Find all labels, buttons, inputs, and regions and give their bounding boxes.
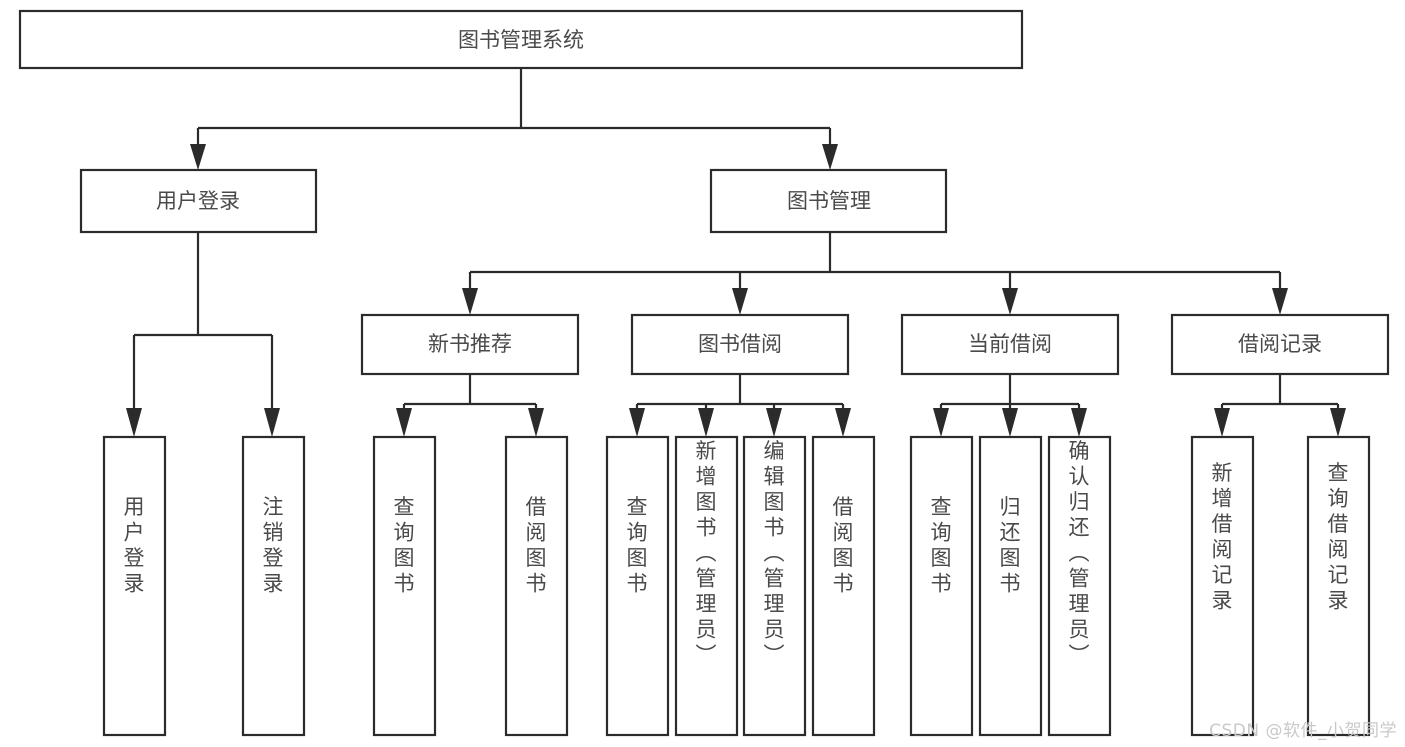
arrow-head-leaf-query-book-2	[629, 408, 645, 437]
arrow-head-current-borrow	[1002, 288, 1018, 315]
arrow-head-leaf-query-book-1	[396, 408, 412, 437]
node-box-book-borrow	[630, 313, 850, 376]
node-box-leaf-borrow-book-2	[811, 435, 876, 737]
node-label-leaf-query-book-3: 查询图书	[931, 495, 952, 596]
connector-group-book-management	[462, 232, 1288, 315]
node-label-root: 图书管理系统	[458, 28, 584, 52]
node-leaf-edit-book[interactable]: 编辑图书︵管理员︶	[742, 435, 807, 737]
node-leaf-query-book-1[interactable]: 查询图书	[372, 435, 437, 737]
node-leaf-return-book[interactable]: 归还图书	[978, 435, 1043, 737]
node-borrow-record[interactable]: 借阅记录	[1170, 313, 1390, 376]
node-label-user-login: 用户登录	[156, 189, 240, 213]
node-label-leaf-add-record: 新增借阅记录	[1212, 461, 1233, 613]
node-new-book-recommend[interactable]: 新书推荐	[360, 313, 580, 376]
node-label-new-book-recommend: 新书推荐	[428, 332, 512, 356]
arrow-head-book-borrow	[732, 288, 748, 315]
node-leaf-user-logout[interactable]: 注销登录	[241, 435, 306, 737]
node-leaf-query-record[interactable]: 查询借阅记录	[1306, 435, 1371, 737]
node-box-leaf-user-logout	[241, 435, 306, 737]
node-label-leaf-query-book-2: 查询图书	[627, 495, 648, 596]
node-leaf-add-book[interactable]: 新增图书︵管理员︶	[674, 435, 739, 737]
node-leaf-borrow-book-2[interactable]: 借阅图书	[811, 435, 876, 737]
node-book-management[interactable]: 图书管理	[709, 168, 948, 234]
node-label-book-management: 图书管理	[787, 189, 871, 213]
node-leaf-borrow-book-1[interactable]: 借阅图书	[504, 435, 569, 737]
node-box-borrow-record	[1170, 313, 1390, 376]
node-box-current-borrow	[900, 313, 1120, 376]
node-box-leaf-query-book-3	[909, 435, 974, 737]
node-leaf-add-record[interactable]: 新增借阅记录	[1190, 435, 1255, 737]
node-leaf-user-login[interactable]: 用户登录	[102, 435, 167, 737]
arrow-head-leaf-user-logout	[264, 408, 280, 437]
arrow-head-new-book-recommend	[462, 288, 478, 315]
node-label-leaf-borrow-book-1: 借阅图书	[526, 495, 547, 596]
arrow-head-leaf-add-record	[1214, 408, 1230, 437]
node-box-leaf-query-record	[1306, 435, 1371, 737]
connector-group-book-borrow	[629, 374, 851, 437]
node-box-book-management	[709, 168, 948, 234]
node-current-borrow[interactable]: 当前借阅	[900, 313, 1120, 376]
node-leaf-query-book-2[interactable]: 查询图书	[605, 435, 670, 737]
node-label-borrow-record: 借阅记录	[1238, 332, 1322, 356]
node-label-leaf-edit-book: 编辑图书︵管理员︶	[764, 439, 785, 667]
connector-group-root	[190, 68, 838, 170]
arrow-head-user-login	[190, 144, 206, 170]
node-leaf-confirm-return[interactable]: 确认归还︵管理员︶	[1047, 435, 1112, 737]
connector-group-current-borrow	[933, 374, 1087, 437]
node-label-leaf-user-logout: 注销登录	[263, 495, 284, 596]
node-box-leaf-user-login	[102, 435, 167, 737]
node-box-leaf-edit-book	[742, 435, 807, 737]
arrow-head-leaf-user-login	[126, 408, 142, 437]
arrow-head-leaf-return-book	[1002, 408, 1018, 437]
arrow-head-leaf-edit-book	[766, 408, 782, 437]
node-label-leaf-query-record: 查询借阅记录	[1328, 461, 1349, 613]
node-box-leaf-return-book	[978, 435, 1043, 737]
node-box-leaf-borrow-book-1	[504, 435, 569, 737]
node-box-leaf-confirm-return	[1047, 435, 1112, 737]
node-box-user-login	[79, 168, 318, 234]
node-label-leaf-confirm-return: 确认归还︵管理员︶	[1069, 439, 1090, 667]
node-label-leaf-return-book: 归还图书	[1000, 495, 1021, 596]
node-label-leaf-add-book: 新增图书︵管理员︶	[696, 439, 717, 667]
node-book-borrow[interactable]: 图书借阅	[630, 313, 850, 376]
node-label-leaf-user-login: 用户登录	[124, 495, 145, 596]
arrow-head-leaf-borrow-book-1	[528, 408, 544, 437]
node-box-leaf-add-book	[674, 435, 739, 737]
node-label-current-borrow: 当前借阅	[968, 332, 1052, 356]
node-box-leaf-add-record	[1190, 435, 1255, 737]
connector-group-new-book-recommend	[396, 374, 544, 437]
node-leaf-query-book-3[interactable]: 查询图书	[909, 435, 974, 737]
node-box-leaf-query-book-1	[372, 435, 437, 737]
node-box-new-book-recommend	[360, 313, 580, 376]
node-label-leaf-query-book-1: 查询图书	[394, 495, 415, 596]
connector-group-user-login	[126, 232, 280, 437]
node-box-leaf-query-book-2	[605, 435, 670, 737]
arrow-head-leaf-borrow-book-2	[835, 408, 851, 437]
node-label-leaf-borrow-book-2: 借阅图书	[833, 495, 854, 596]
arrow-head-leaf-add-book	[698, 408, 714, 437]
arrow-head-leaf-confirm-return	[1071, 408, 1087, 437]
arrow-head-book-management	[822, 144, 838, 170]
node-box-root	[18, 9, 1024, 70]
node-user-login[interactable]: 用户登录	[79, 168, 318, 234]
arrow-head-leaf-query-record	[1330, 408, 1346, 437]
arrow-head-borrow-record	[1272, 288, 1288, 315]
node-book-management-system[interactable]: 图书管理系统	[18, 9, 1024, 70]
arrow-head-leaf-query-book-3	[933, 408, 949, 437]
connector-group-borrow-record	[1214, 374, 1346, 437]
node-label-book-borrow: 图书借阅	[698, 332, 782, 356]
